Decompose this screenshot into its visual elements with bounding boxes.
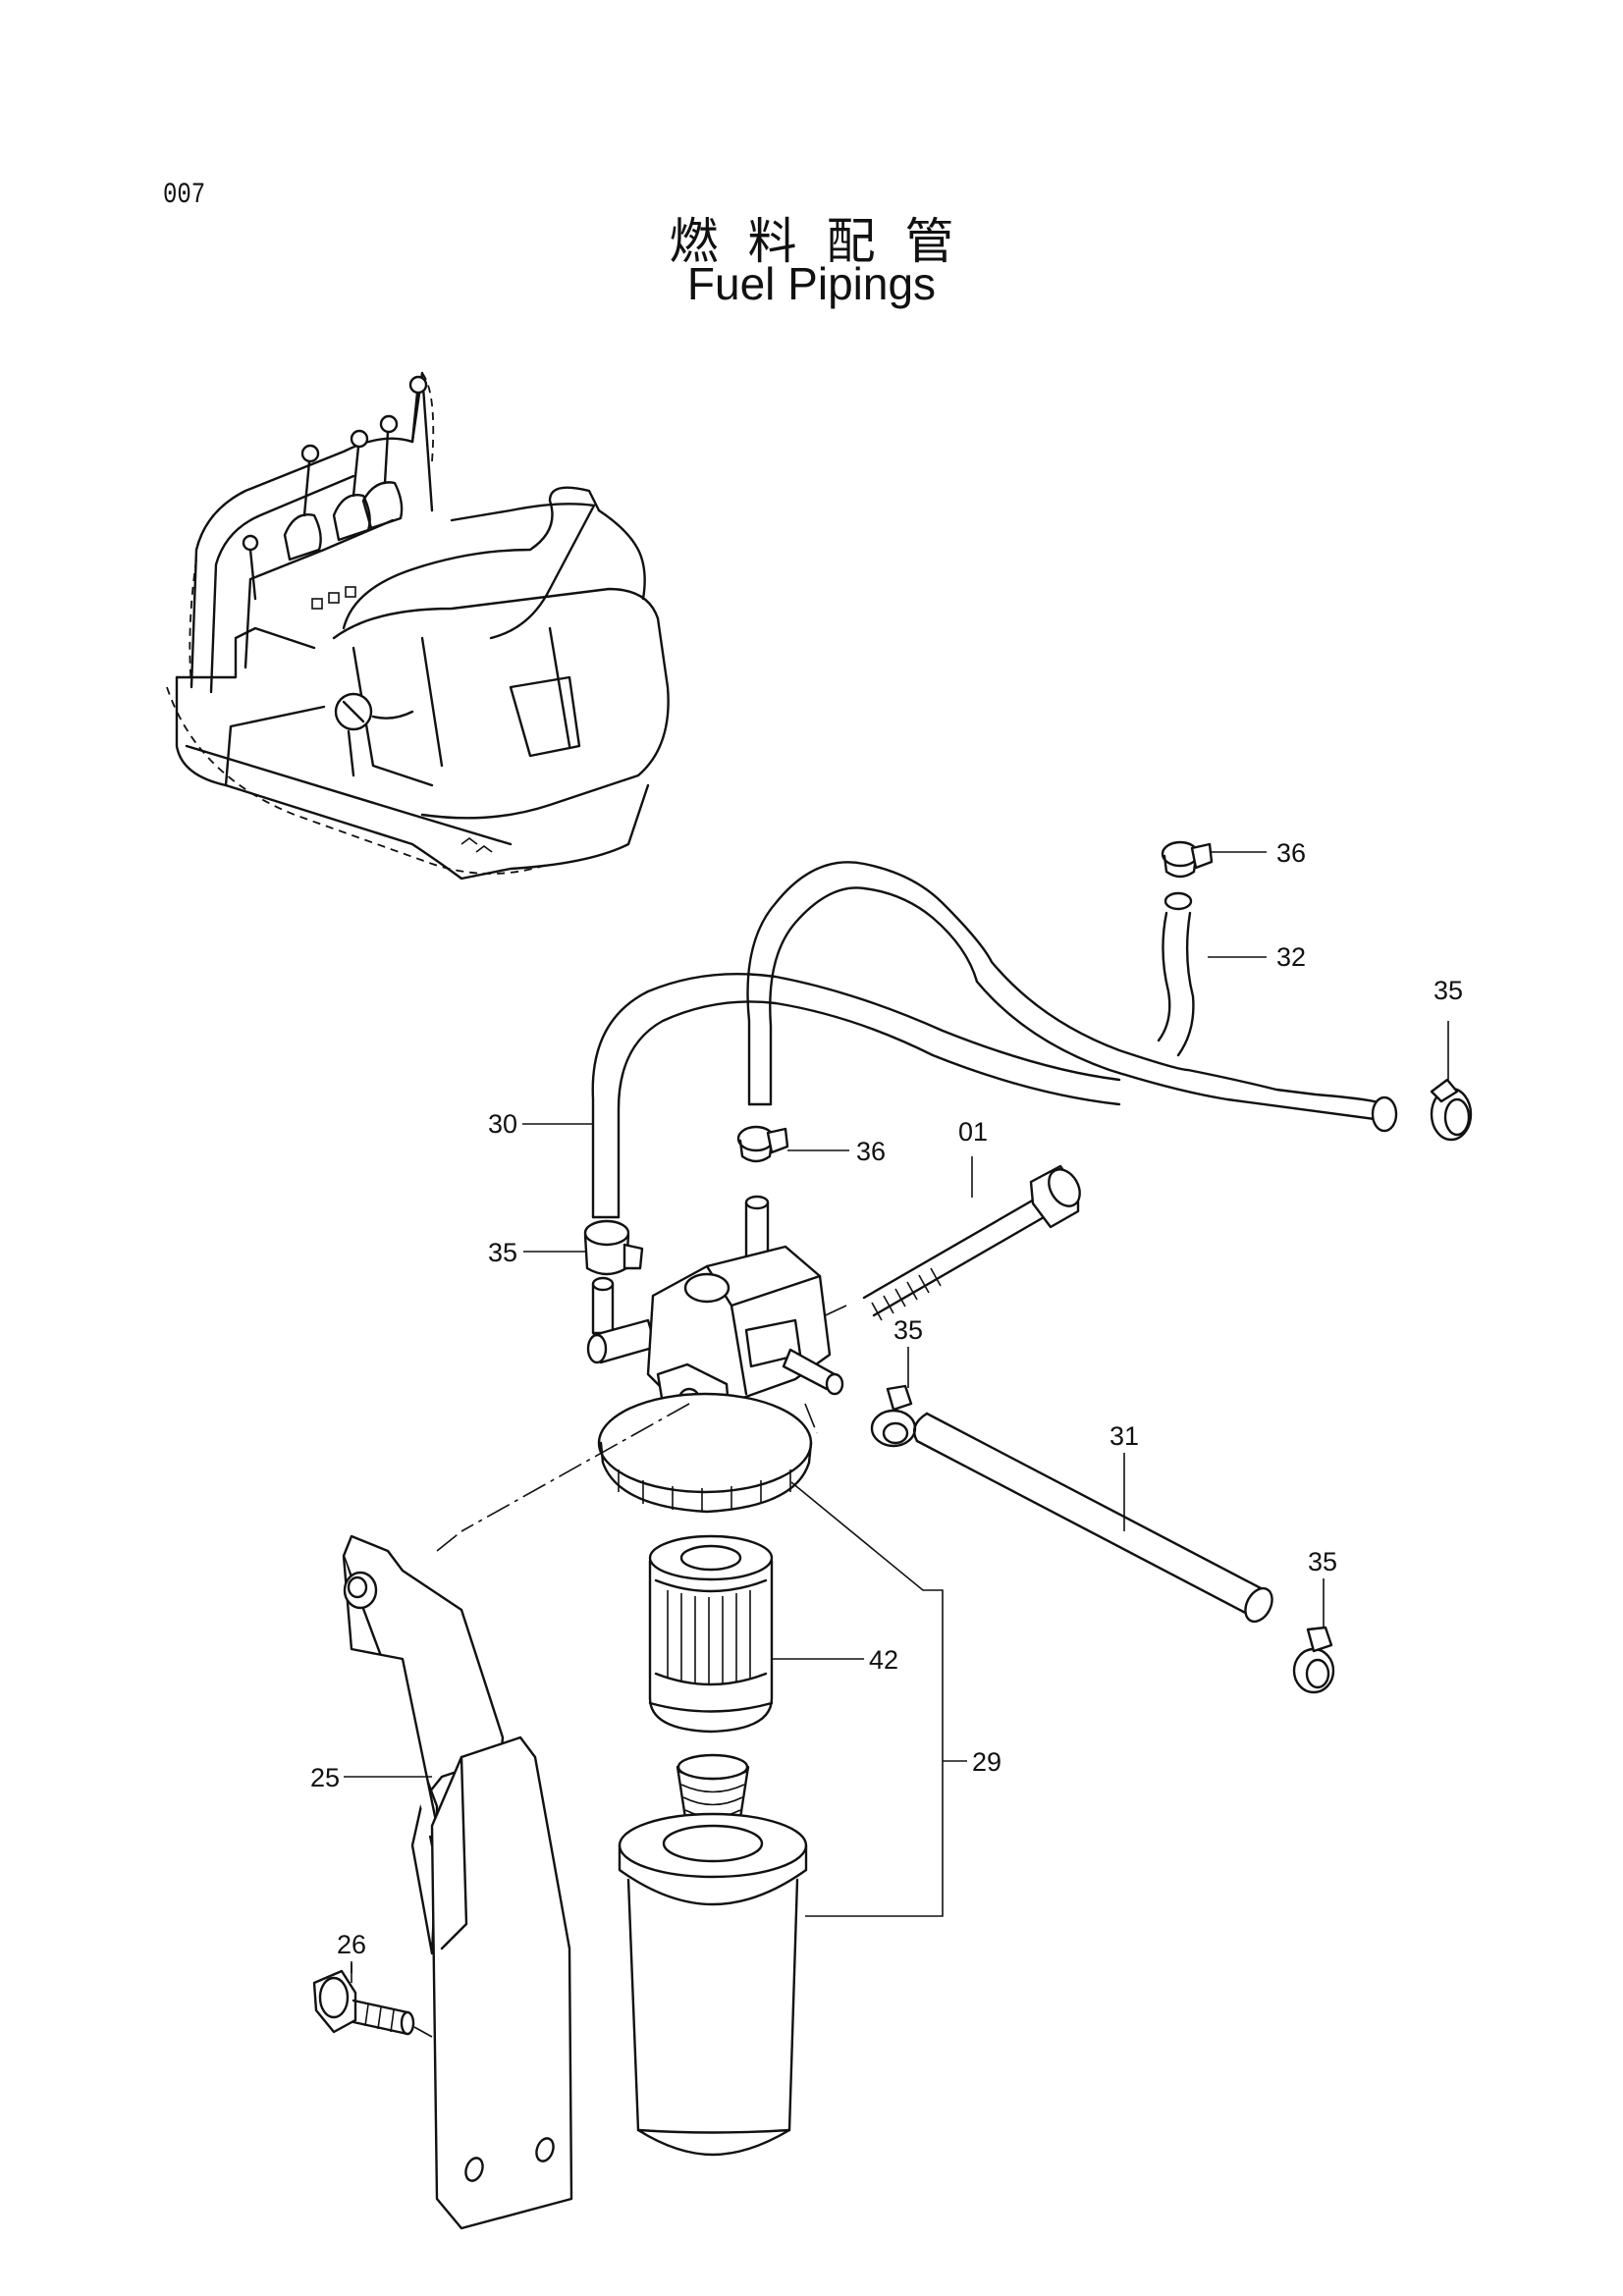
callout-35-left: 35 [488,1238,517,1267]
leader-lines [344,851,1449,1983]
filter-element-42 [648,1534,774,1734]
machine-overview-illustration [166,371,670,881]
bolt-26 [312,1969,433,2038]
callout-42: 42 [869,1645,898,1675]
bracket-25 [342,1530,573,2230]
callout-35-mid: 35 [893,1315,923,1345]
bolt-01 [814,1164,1081,1321]
title-japanese: 燃料配管 [669,213,984,270]
clamp-35-mid [870,1384,917,1448]
hose-32 [746,861,1398,1133]
callout-32: 32 [1276,942,1306,972]
callout-29: 29 [972,1747,1001,1777]
callout-26: 26 [337,1930,366,1959]
callout-36-mid: 36 [856,1137,886,1166]
callout-35-right: 35 [1434,976,1463,1005]
clamp-36-top [1161,840,1214,879]
hose-30 [591,972,1121,1219]
callout-25: 25 [310,1763,340,1792]
page-number: 007 [163,179,206,212]
clamp-35-right [1430,1078,1473,1142]
callout-35-lower: 35 [1308,1547,1337,1576]
callout-30: 30 [488,1109,517,1139]
clamp-36-mid [736,1125,789,1163]
callout-31: 31 [1109,1421,1139,1451]
filter-cup [618,1753,808,2157]
filter-head [460,1195,844,1532]
title-english: Fuel Pipings [686,258,937,309]
hose-31 [912,1412,1273,1624]
clamp-35-lower [1292,1626,1335,1694]
callout-labels: 36 32 35 30 36 01 35 35 31 35 42 29 25 2… [310,838,1463,1959]
clamp-35-left [583,1219,644,1276]
callout-36-top: 36 [1276,838,1306,868]
callout-01: 01 [958,1117,988,1147]
